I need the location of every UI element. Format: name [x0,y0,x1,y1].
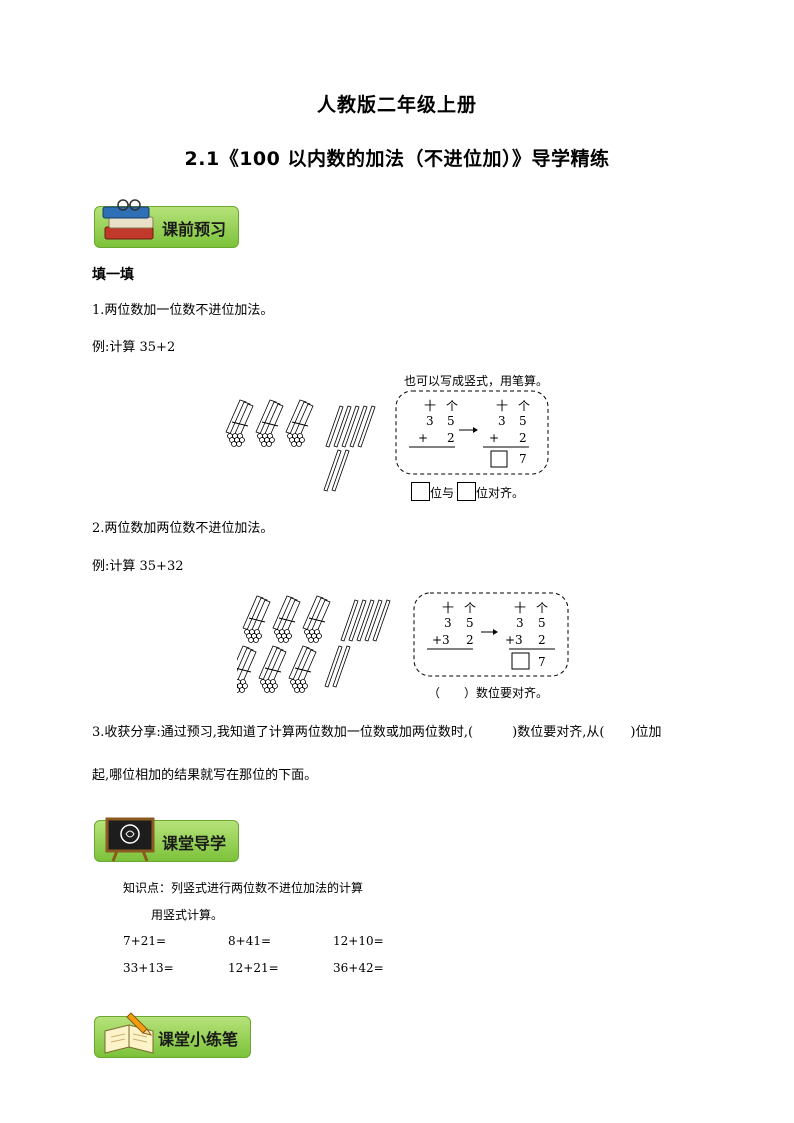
fig1-tens-label-right: 十 [496,399,509,413]
problem: 12+10= [333,934,384,948]
figure-1-caption: 也可以写成竖式，用笔算。 [404,374,549,388]
banner-label: 课堂小练笔 [157,1030,238,1049]
fig2-ones-label-right: 个 [536,601,549,615]
fig1-top-tens-right: 3 [498,414,506,428]
problem: 12+21= [228,961,279,975]
stick-bundles-figure-1 [225,399,376,492]
vertical-calc-box-1 [395,390,549,475]
fig1-align-right: 位对齐。 [476,486,525,500]
notebook-pencil-icon [104,1012,154,1054]
fig2-add-ones-right: 2 [538,633,546,647]
fig2-add-row: +3 [432,633,450,647]
books-icon [102,199,154,240]
knowledge-point: 知识点：列竖式进行两位数不进位加法的计算 [123,881,364,895]
fig1-top-ones: 5 [447,414,455,428]
question-3-line2: 起,哪位相加的结果就写在那位的下面。 [92,768,318,783]
vertical-calc-box-2 [413,592,569,677]
answer-box[interactable] [457,482,476,501]
fig2-tens-label-right: 十 [514,601,527,615]
question-1-example: 例:计算 35+2 [92,340,176,355]
question-2-example: 例:计算 35+32 [92,559,184,574]
fig2-top-ones: 5 [466,616,474,630]
fig1-plus: + [418,431,429,445]
banner-label: 课堂导学 [161,834,226,853]
page-subtitle: 2.1《100 以内数的加法（不进位加）》导学精练 [184,148,610,170]
fig2-result-ones: 7 [538,655,546,669]
fig1-ones-label: 个 [446,399,459,413]
fig2-top-tens: 3 [444,616,452,630]
fig1-add-ones: 2 [447,431,455,445]
problem: 8+41= [228,934,272,948]
fig1-add-ones-right: 2 [519,431,527,445]
stick-bundles-figure-2 [237,595,391,693]
fig2-add-row-right: +3 [505,633,523,647]
problem: 7+21= [123,934,167,948]
banner-classroom-guide: 课堂导学 [94,817,239,862]
banner-preview: 课前预习 [94,199,239,248]
answer-box[interactable] [411,482,430,501]
fig2-tens-label: 十 [442,601,455,615]
fig1-top-tens: 3 [426,414,434,428]
fig2-add-ones: 2 [466,633,474,647]
fig2-align: （ ）数位要对齐。 [428,686,549,700]
instruction: 用竖式计算。 [151,908,224,922]
banner-practice: 课堂小练笔 [94,1012,251,1058]
question-1: 1.两位数加一位数不进位加法。 [92,303,274,318]
banner-label: 课前预习 [161,220,226,239]
fig2-top-ones-right: 5 [538,616,546,630]
problem: 36+42= [333,961,384,975]
fig1-result-ones: 7 [519,452,527,466]
question-3-line1: 3.收获分享:通过预习,我知道了计算两位数加一位数或加两位数时,( )数位要对齐… [92,725,662,740]
section-heading: 填一填 [92,267,134,283]
blackboard-icon [105,817,155,862]
fig2-ones-label: 个 [464,601,477,615]
fig1-align-left: 位与 [430,486,455,500]
fig1-ones-label-right: 个 [518,399,531,413]
fig1-tens-label: 十 [424,399,437,413]
fig1-top-ones-right: 5 [519,414,527,428]
fig1-plus-right: + [489,431,500,445]
page-title: 人教版二年级上册 [316,94,477,116]
question-2: 2.两位数加两位数不进位加法。 [92,521,274,536]
problem: 33+13= [123,961,174,975]
fig2-top-tens-right: 3 [516,616,524,630]
